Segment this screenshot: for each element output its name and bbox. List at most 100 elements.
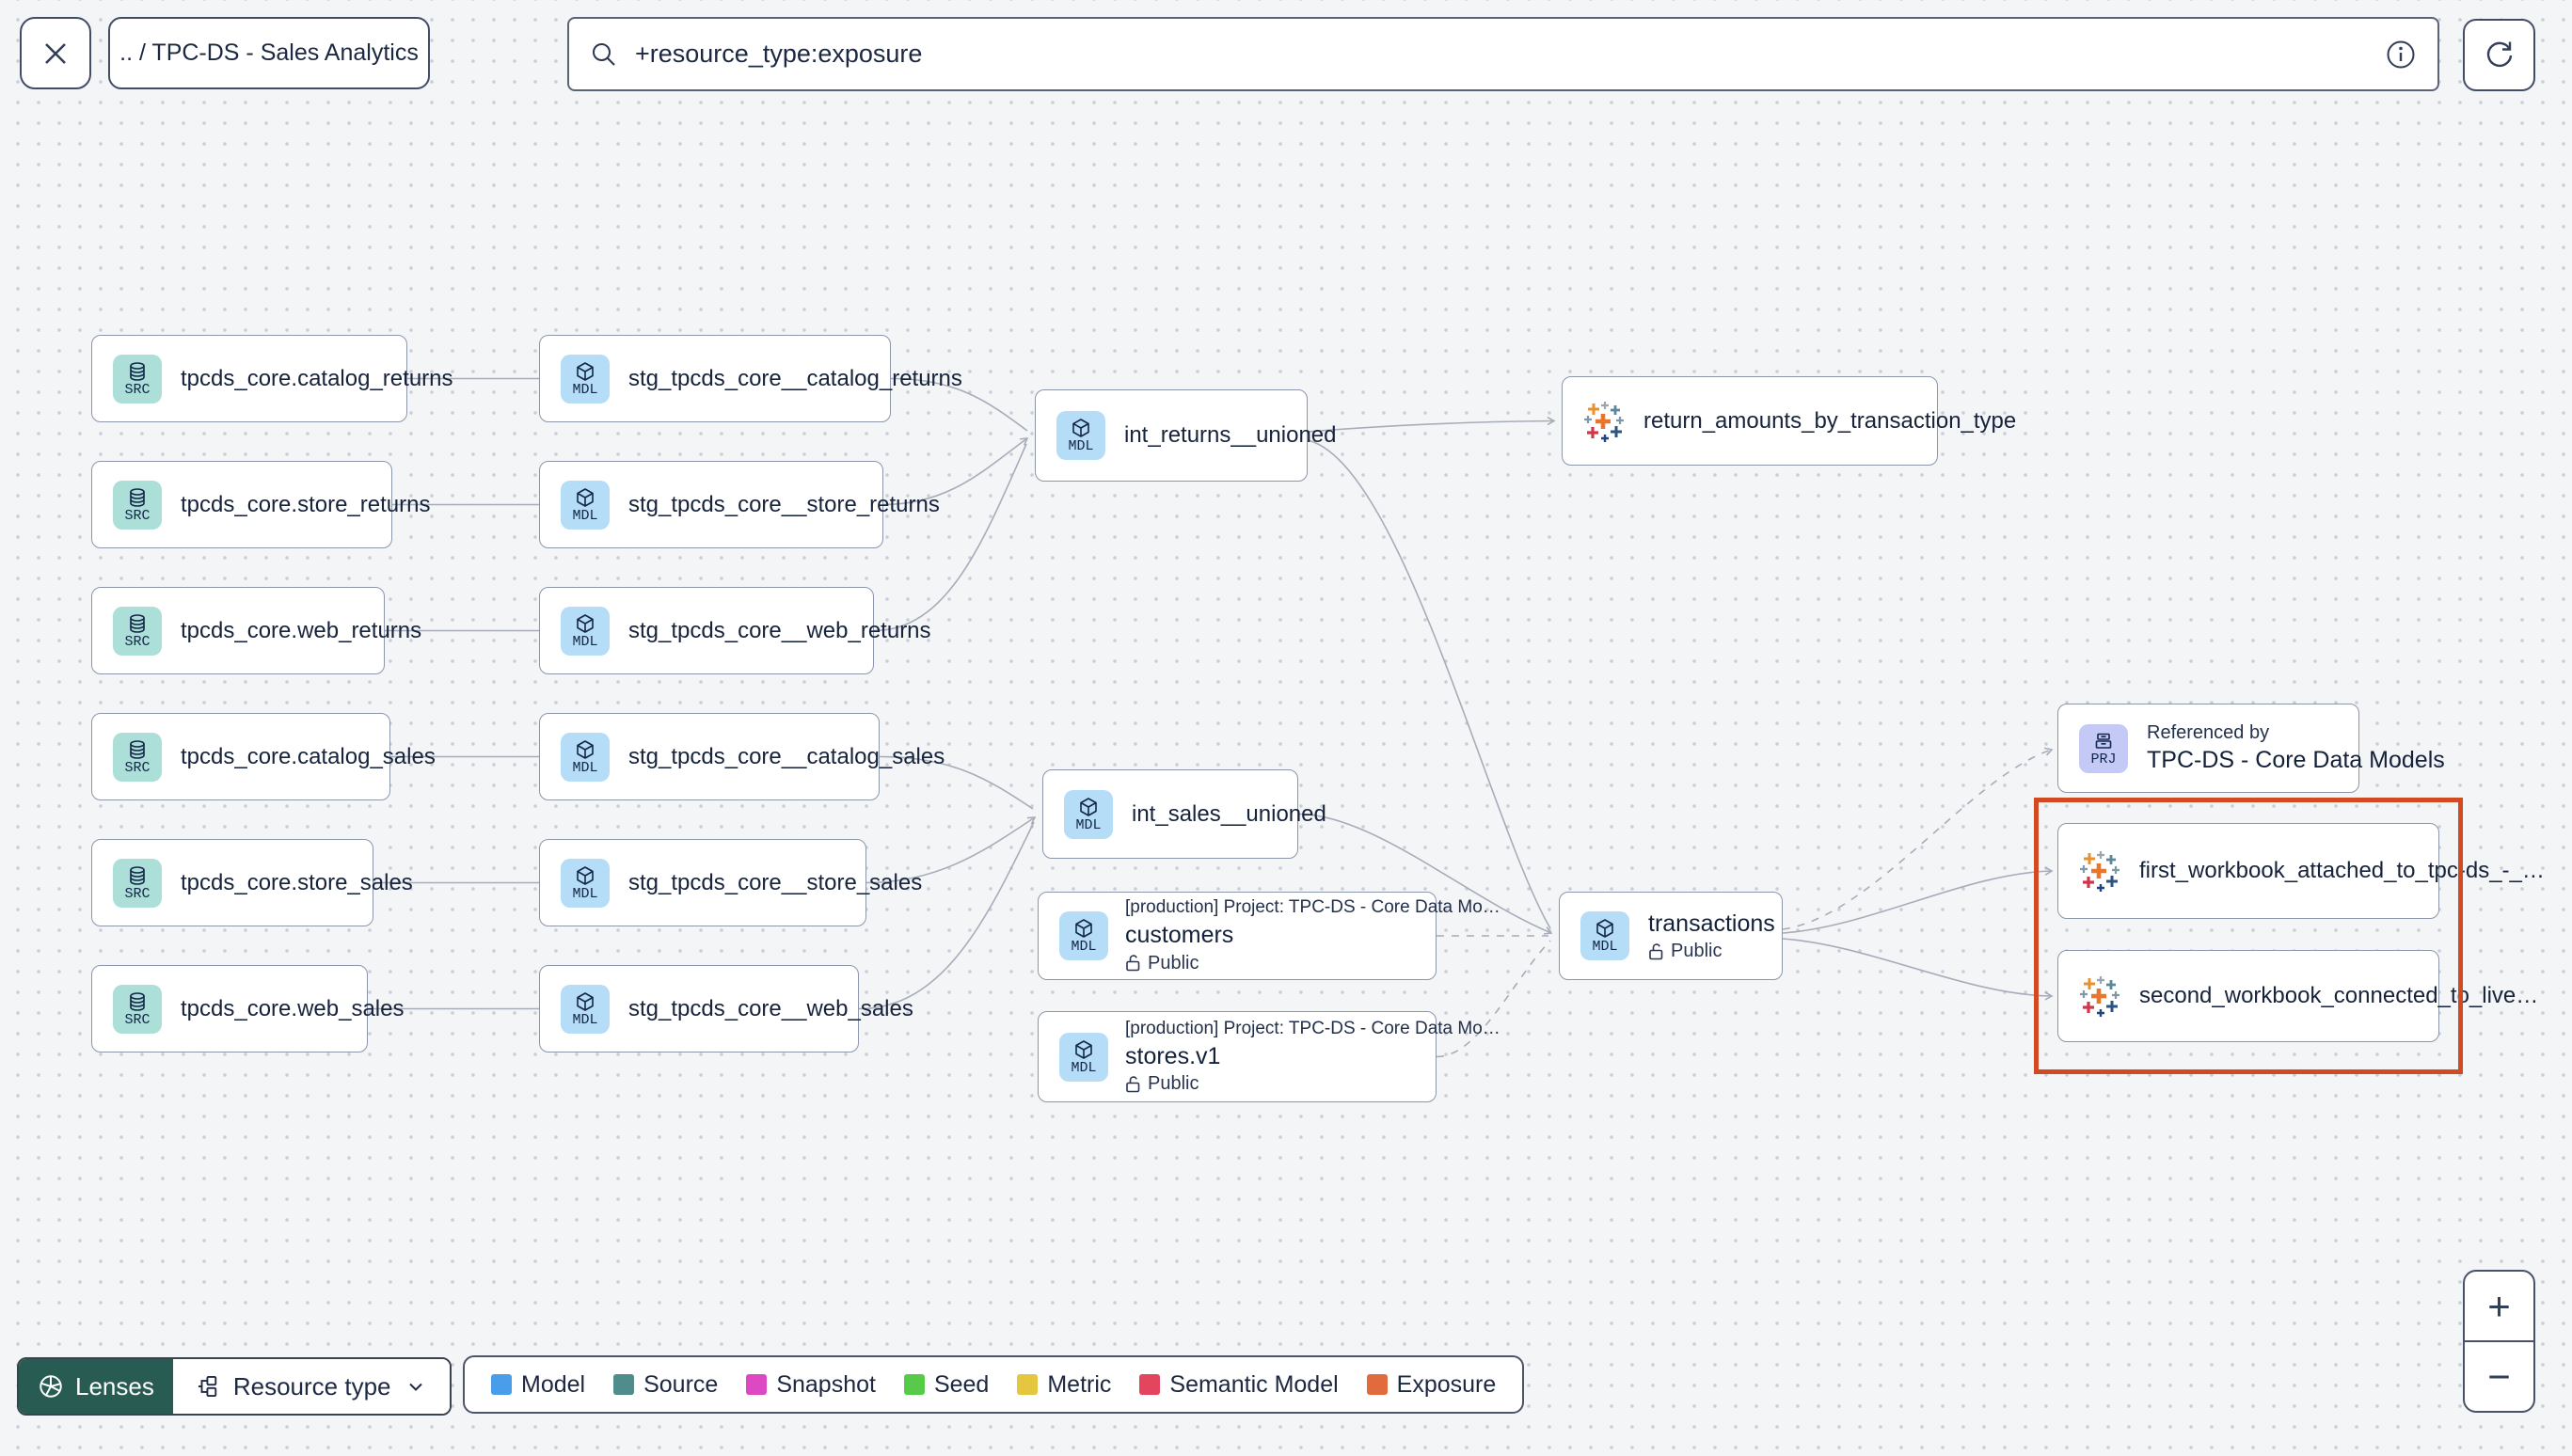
project-line: [production] Project: TPC-DS - Core Data… [1125, 1018, 1500, 1038]
close-button[interactable] [20, 17, 91, 89]
database-icon [130, 739, 145, 759]
search-icon [593, 42, 615, 66]
legend-item-snapshot: Snapshot [746, 1371, 876, 1399]
node-label: TPC-DS - Core Data Models [2147, 747, 2445, 774]
info-icon[interactable] [2385, 39, 2417, 71]
legend-item-semantic-model: Semantic Model [1139, 1371, 1339, 1399]
search-bar[interactable] [567, 17, 2439, 91]
zoom-in-button[interactable]: + [2465, 1272, 2533, 1342]
cube-icon [577, 991, 594, 1011]
node-label: tpcds_core.store_returns [181, 491, 431, 517]
database-icon [130, 613, 145, 633]
search-input[interactable] [633, 39, 2385, 70]
cube-icon [577, 613, 594, 633]
tableau-icon [2080, 851, 2120, 892]
source-badge: SRC [113, 354, 162, 404]
cube-icon [1075, 919, 1092, 938]
resource-type-dropdown[interactable]: Resource type [172, 1359, 450, 1414]
refresh-icon [2486, 41, 2512, 67]
close-icon [45, 42, 66, 64]
access-line: Public [1125, 1071, 1500, 1096]
lock-open-icon [1126, 955, 1140, 972]
node-source-store-returns[interactable]: SRC tpcds_core.store_returns [91, 461, 430, 548]
refresh-button[interactable] [2463, 19, 2535, 91]
node-label: stg_tpcds_core__catalog_returns [628, 365, 962, 391]
node-model-stg-catalog-sales[interactable]: MDL stg_tpcds_core__catalog_sales [539, 713, 945, 800]
node-exposure-return-amounts[interactable]: return_amounts_by_transaction_type [1562, 376, 2016, 466]
breadcrumb-label: .. / TPC-DS - Sales Analytics [119, 40, 419, 66]
node-label: return_amounts_by_transaction_type [1643, 407, 2017, 434]
legend-item-source: Source [613, 1371, 718, 1399]
model-badge: MDL [1064, 789, 1113, 839]
zoom-out-button[interactable]: − [2487, 1353, 2511, 1399]
node-label: transactions [1648, 910, 1775, 937]
breadcrumb[interactable]: .. / TPC-DS - Sales Analytics [108, 17, 430, 89]
model-badge: MDL [561, 984, 610, 1034]
cube-icon [1075, 1039, 1092, 1059]
model-badge: MDL [561, 354, 610, 404]
drawers-icon [2095, 733, 2112, 749]
node-source-store-sales[interactable]: SRC tpcds_core.store_sales [91, 839, 413, 926]
node-label: stg_tpcds_core__web_sales [628, 995, 913, 1021]
node-model-customers[interactable]: MDL [production] Project: TPC-DS - Core … [1038, 892, 1500, 980]
legend-swatch [1366, 1374, 1388, 1395]
node-model-stg-store-sales[interactable]: MDL stg_tpcds_core__store_sales [539, 839, 922, 926]
cube-icon [1596, 919, 1613, 938]
node-label: stores.v1 [1125, 1042, 1221, 1069]
access-line: Public [1648, 939, 1775, 963]
legend-swatch [613, 1374, 635, 1395]
node-exposure-first-workbook[interactable]: first_workbook_attached_to_tpc-ds_-_… [2057, 823, 2545, 919]
legend-item-model: Model [491, 1371, 585, 1399]
source-badge: SRC [113, 984, 162, 1034]
lenses-label: Lenses [75, 1371, 154, 1401]
node-source-catalog-sales[interactable]: SRC tpcds_core.catalog_sales [91, 713, 436, 800]
node-model-int-returns-unioned[interactable]: MDL int_returns__unioned [1035, 389, 1337, 482]
node-label: customers [1125, 922, 1234, 949]
node-label: tpcds_core.catalog_returns [181, 365, 453, 391]
cube-icon [1080, 797, 1097, 816]
node-model-stores-v1[interactable]: MDL [production] Project: TPC-DS - Core … [1038, 1011, 1500, 1102]
node-source-web-sales[interactable]: SRC tpcds_core.web_sales [91, 965, 404, 1052]
node-model-stg-web-sales[interactable]: MDL stg_tpcds_core__web_sales [539, 965, 913, 1052]
node-referenced-by-project[interactable]: PRJ Referenced by TPC-DS - Core Data Mod… [2057, 704, 2445, 793]
legend-item-metric: Metric [1017, 1371, 1111, 1399]
project-line: [production] Project: TPC-DS - Core Data… [1125, 897, 1500, 918]
node-label: first_workbook_attached_to_tpc-ds_-_… [2139, 858, 2545, 883]
node-exposure-second-workbook[interactable]: second_workbook_connected_to_live… [2057, 950, 2538, 1042]
model-badge: MDL [1056, 411, 1105, 460]
model-badge: MDL [1580, 911, 1629, 960]
source-badge: SRC [113, 858, 162, 908]
node-label: stg_tpcds_core__web_returns [628, 617, 931, 643]
cube-icon [577, 487, 594, 507]
chevron-down-icon [408, 1383, 422, 1391]
node-model-stg-store-returns[interactable]: MDL stg_tpcds_core__store_returns [539, 461, 940, 548]
node-model-transactions[interactable]: MDL transactions Public [1559, 892, 1783, 980]
legend-swatch [746, 1374, 768, 1395]
node-model-int-sales-unioned[interactable]: MDL int_sales__unioned [1042, 769, 1326, 859]
model-badge: MDL [1059, 911, 1108, 960]
node-label: int_returns__unioned [1124, 422, 1337, 448]
legend-swatch [491, 1374, 512, 1395]
lenses-button[interactable]: Lenses [19, 1359, 173, 1414]
resource-type-label: Resource type [232, 1371, 391, 1401]
project-badge: PRJ [2079, 723, 2128, 773]
node-source-web-returns[interactable]: SRC tpcds_core.web_returns [91, 587, 421, 674]
tableau-icon [1584, 401, 1624, 442]
source-badge: SRC [113, 606, 162, 656]
model-badge: MDL [561, 606, 610, 656]
node-source-catalog-returns[interactable]: SRC tpcds_core.catalog_returns [91, 335, 453, 422]
node-label: int_sales__unioned [1132, 800, 1326, 827]
legend-swatch [1017, 1374, 1039, 1395]
legend-item-exposure: Exposure [1366, 1371, 1496, 1399]
source-badge: SRC [113, 480, 162, 530]
lens-controls: Lenses Resource type [17, 1357, 452, 1416]
node-model-stg-catalog-returns[interactable]: MDL stg_tpcds_core__catalog_returns [539, 335, 962, 422]
node-label: stg_tpcds_core__catalog_sales [628, 743, 945, 769]
model-badge: MDL [1059, 1032, 1108, 1082]
node-model-stg-web-returns[interactable]: MDL stg_tpcds_core__web_returns [539, 587, 931, 674]
legend-swatch [903, 1374, 925, 1395]
lock-open-icon [1126, 1075, 1140, 1092]
access-line: Public [1125, 951, 1500, 975]
cube-icon [1072, 419, 1089, 437]
